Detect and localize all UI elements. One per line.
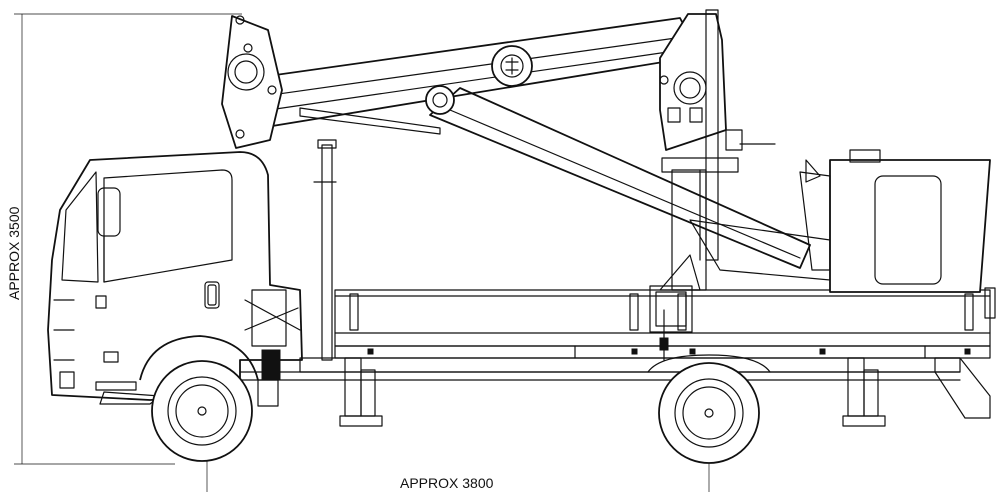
front-wheel	[151, 360, 253, 462]
flatbed-body	[239, 287, 996, 419]
boom-pivot-plate	[425, 45, 533, 115]
truck-cab	[47, 151, 303, 405]
boom-tip-plate	[659, 9, 776, 261]
boom-rest-post	[313, 139, 337, 361]
dimension-lines	[14, 13, 710, 492]
height-dimension-label: APPROX 3500	[6, 206, 22, 300]
turret-column	[649, 157, 739, 361]
length-dimension-label: APPROX 3800	[400, 475, 494, 491]
engine-mechanism	[244, 289, 301, 407]
outriggers	[339, 357, 886, 427]
work-basket	[799, 149, 991, 293]
upper-boom	[239, 17, 701, 135]
boom-heel-plate	[221, 15, 283, 149]
rear-wheel	[647, 354, 771, 464]
lower-boom	[429, 87, 831, 281]
